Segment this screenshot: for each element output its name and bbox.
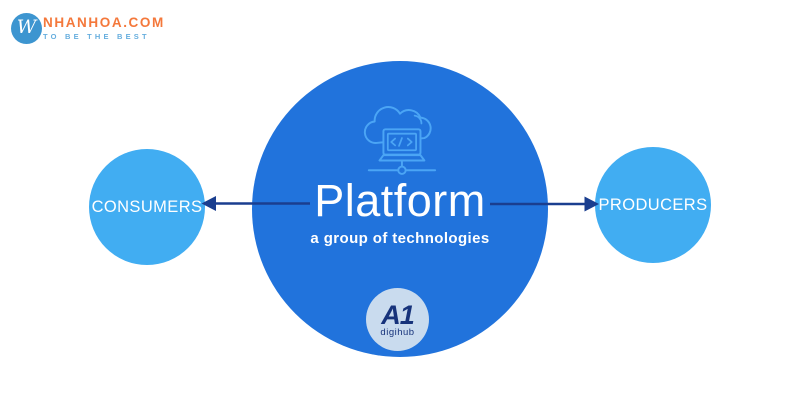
producers-label: PRODUCERS bbox=[598, 195, 708, 214]
brand-name: NHANHOA.COM bbox=[43, 15, 165, 30]
producers-node: PRODUCERS bbox=[595, 147, 711, 263]
brand-logo: W NHANHOA.COM TO BE THE BEST bbox=[11, 13, 165, 44]
cloud-code-network-icon bbox=[363, 106, 437, 175]
platform-title: Platform bbox=[314, 175, 486, 226]
brand-monogram-circle: W bbox=[11, 13, 42, 44]
digihub-name: digihub bbox=[380, 326, 415, 338]
platform-subtitle: a group of technologies bbox=[310, 230, 490, 247]
digihub-badge: A1 digihub bbox=[366, 288, 429, 351]
consumers-label: CONSUMERS bbox=[91, 197, 203, 216]
brand-tagline: TO BE THE BEST bbox=[43, 32, 150, 41]
platform-node: Platform a group of technologies A1 digi… bbox=[252, 61, 548, 357]
digihub-monogram: A1 bbox=[381, 299, 415, 330]
consumers-node: CONSUMERS bbox=[89, 149, 205, 265]
brand-text: NHANHOA.COM TO BE THE BEST bbox=[43, 15, 165, 42]
brand-monogram: W bbox=[16, 16, 37, 38]
